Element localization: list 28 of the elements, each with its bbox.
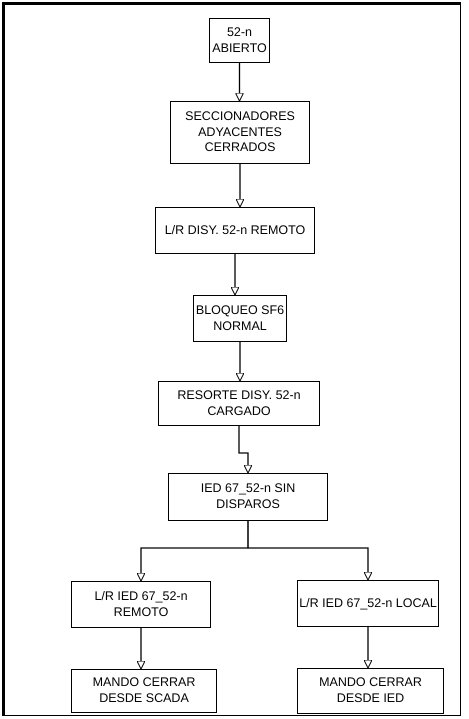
arrow bbox=[247, 521, 372, 580]
arrow bbox=[136, 628, 146, 670]
process-box bbox=[209, 18, 270, 63]
box-label: 52-n ABIERTO bbox=[211, 24, 268, 56]
process-box bbox=[71, 669, 217, 713]
box-label: L/R IED 67_52-n LOCAL bbox=[299, 596, 437, 612]
process-box bbox=[71, 581, 211, 628]
box-label: RESORTE DISY. 52-n CARGADO bbox=[176, 388, 302, 420]
process-box bbox=[158, 381, 320, 426]
arrow bbox=[236, 342, 244, 382]
process-box bbox=[155, 207, 315, 254]
process-box bbox=[193, 295, 287, 342]
process-box bbox=[168, 473, 328, 521]
arrow bbox=[238, 426, 252, 474]
box-label: L/R DISY. 52-n REMOTO bbox=[164, 222, 306, 238]
box-label: L/R IED 67_52-n REMOTO bbox=[93, 588, 189, 620]
box-label: BLOQUEO SF6 NORMAL bbox=[194, 302, 286, 334]
process-box bbox=[297, 668, 444, 714]
box-label: SECCIONADORES ADYACENTES CERRADOS bbox=[184, 109, 296, 156]
box-label: MANDO CERRAR DESDE IED bbox=[318, 675, 423, 707]
process-box bbox=[170, 101, 310, 164]
arrow bbox=[364, 627, 372, 668]
box-label: IED 67_52-n SIN DISPAROS bbox=[200, 481, 296, 513]
arrow bbox=[230, 254, 240, 296]
arrow bbox=[235, 63, 244, 102]
box-label: MANDO CERRAR DESDE SCADA bbox=[92, 675, 196, 707]
process-box bbox=[297, 580, 439, 627]
arrow bbox=[236, 164, 244, 208]
